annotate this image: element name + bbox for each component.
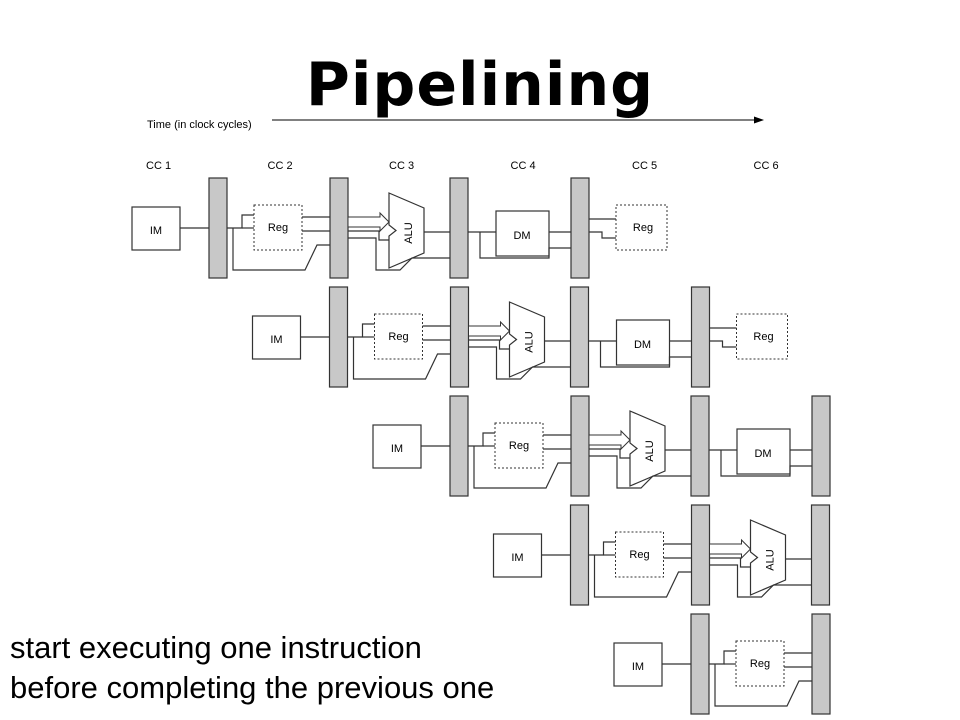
reg-read-label: Reg [388,331,408,343]
pipeline-register [690,395,710,497]
pipeline-register [570,395,590,497]
caption-line-2: before completing the previous one [10,670,495,705]
operand-arrow [588,429,631,451]
alu-shape [629,410,666,487]
instruction-row: IM Reg ALU DM [372,395,831,497]
pipeline-register [449,395,469,497]
im-label: IM [511,552,523,564]
dm-box [615,319,671,366]
reg-read-box [615,531,664,578]
timeline: Time (in clock cycles) CC 1 CC 2 CC 3 CC 4 CC… [146,116,779,172]
dm-box [495,210,550,257]
cycle-label: CC 6 [754,160,779,172]
reg-read-label: Reg [750,658,770,670]
alu-shape [508,301,546,378]
pipeline-register [208,177,228,279]
cycle-label: CC 4 [511,160,536,172]
instruction-row: IM Reg ALU DM Reg [251,286,788,388]
time-arrow-head [754,116,764,124]
pipeline-register [810,504,831,606]
reg-read-box [374,313,423,360]
im-label: IM [632,661,644,673]
pipeline-register [329,177,349,279]
reg-write-box [736,313,788,360]
cycle-label: CC 3 [389,160,414,172]
pipeline-register [570,177,590,279]
slide-title: Pipelining [305,50,655,120]
pipeline-register [690,504,711,606]
cycle-label: CC 5 [632,160,657,172]
alu-label: ALU [403,222,415,243]
pipeline-register [690,286,711,388]
cycle-label: CC 2 [268,160,293,172]
pipeline-register [449,177,469,279]
reg-write-label: Reg [633,222,653,234]
reg-read-label: Reg [509,440,529,452]
operand-arrow [709,538,752,560]
reg-read-box [253,204,303,251]
pipeline-register [569,504,590,606]
caption: start executing one instruction before c… [10,628,494,708]
timeline-label: Time (in clock cycles) [147,119,252,131]
dm-label: DM [634,339,651,351]
im-box [372,424,422,469]
pipeline-register [690,613,710,715]
dm-box [736,428,791,475]
im-box [251,315,302,360]
im-label: IM [391,443,403,455]
dm-label: DM [513,230,530,242]
pipeline-register [449,286,470,388]
im-box [131,206,181,251]
im-label: IM [270,334,282,346]
reg-write-label: Reg [753,331,773,343]
alu-shape [749,519,787,596]
pipeline-register [569,286,590,388]
cycle-label: CC 1 [146,160,171,172]
operand-arrow [468,320,511,342]
alu-label: ALU [524,331,536,352]
instruction-row: IM Reg ALU DM Reg [131,177,668,279]
alu-label: ALU [644,440,656,461]
reg-read-box [494,422,544,469]
instruction-row: IM Reg [613,613,831,715]
im-label: IM [150,225,162,237]
reg-read-label: Reg [268,222,288,234]
alu-label: ALU [765,549,777,570]
operand-arrow [347,211,390,233]
caption-line-1: start executing one instruction [10,630,422,665]
reg-write-box [615,204,668,251]
instruction-row: IM Reg ALU [492,504,831,606]
reg-read-label: Reg [629,549,649,561]
reg-read-box [735,640,785,687]
dm-label: DM [754,448,771,460]
im-box [613,642,663,687]
pipeline-register [328,286,349,388]
alu-shape [388,192,425,269]
pipeline-register [811,613,831,715]
pipeline-register [811,395,831,497]
